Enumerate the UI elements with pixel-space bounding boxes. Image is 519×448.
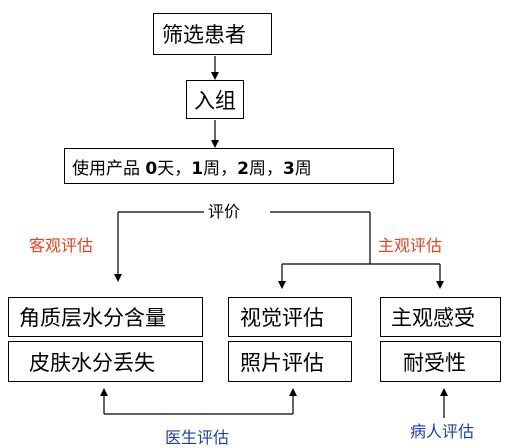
stratum-moisture-text: 角质层水分含量	[19, 306, 166, 330]
enroll-text: 入组	[194, 88, 236, 113]
visual-assessment-text: 视觉评估	[240, 306, 324, 330]
enroll-box: 入组	[186, 80, 244, 119]
visual-assessment-box: 视觉评估	[228, 297, 352, 337]
tolerance-text: 耐受性	[403, 350, 466, 375]
tolerance-box: 耐受性	[380, 341, 501, 382]
doctor-assessment-label: 医生评估	[165, 428, 230, 447]
photo-assessment-text: 照片评估	[240, 350, 324, 375]
screen-patients-box: 筛选患者	[153, 13, 272, 55]
patient-assessment-label: 病人评估	[410, 422, 475, 441]
objective-label: 客观评估	[29, 236, 94, 255]
product-use-box: 使用产品 0天，1周，2周，3周	[64, 148, 394, 184]
subjective-feeling-text: 主观感受	[391, 306, 475, 330]
screen-patients-text: 筛选患者	[162, 23, 246, 47]
photo-assessment-box: 照片评估	[228, 341, 352, 382]
subjective-feeling-box: 主观感受	[380, 297, 501, 337]
water-loss-text: 皮肤水分丢失	[29, 350, 155, 375]
product-use-text: 使用产品 0天，1周，2周，3周	[72, 158, 312, 179]
subjective-label: 主观评估	[378, 236, 443, 255]
evaluate-label: 评价	[208, 202, 241, 221]
water-loss-box: 皮肤水分丢失	[8, 341, 203, 382]
stratum-moisture-box: 角质层水分含量	[8, 297, 203, 337]
